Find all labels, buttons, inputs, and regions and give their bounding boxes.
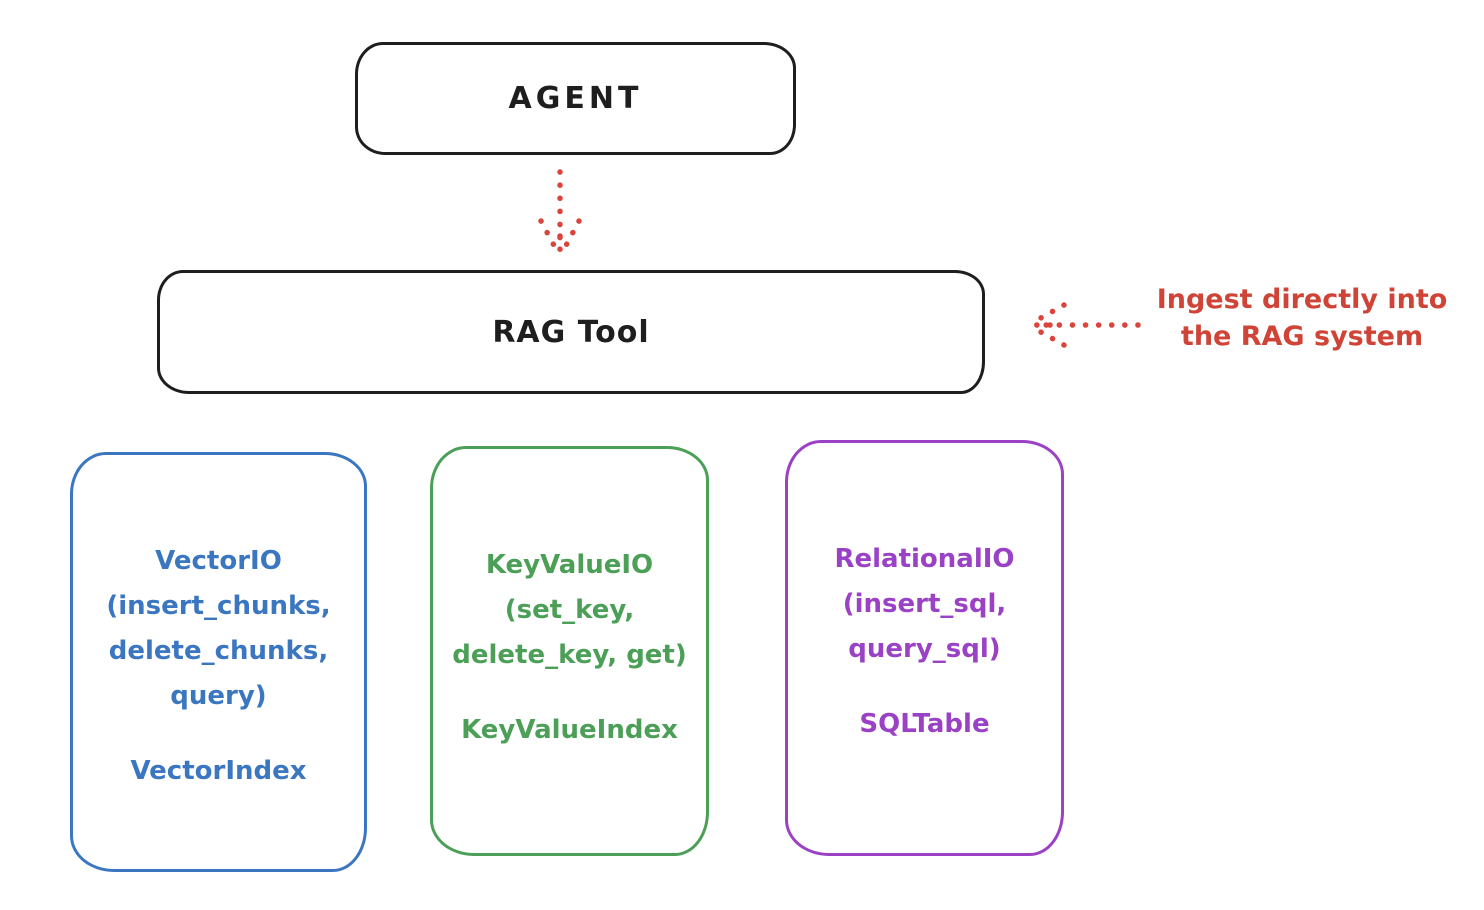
rag-tool-label: RAG Tool	[492, 314, 650, 350]
relationalio-index-label: SQLTable	[859, 709, 990, 739]
keyvalueio-index-label: KeyValueIndex	[461, 715, 678, 745]
ingest-annotation-line: the RAG system	[1180, 321, 1424, 352]
keyvalueio-node: KeyValueIO (set_key, delete_key, get) Ke…	[430, 446, 709, 856]
ingest-arrow	[1025, 302, 1141, 348]
relationalio-title-line: RelationalIO	[834, 544, 1015, 574]
relationalio-node: RelationalIO (insert_sql, query_sql) SQL…	[785, 440, 1064, 856]
vectorio-title-line: delete_chunks,	[108, 636, 329, 666]
agent-node: AGENT	[355, 42, 796, 155]
rag-tool-node: RAG Tool	[157, 270, 985, 394]
vectorio-title-line: query)	[170, 681, 267, 711]
ingest-annotation-line: Ingest directly into	[1156, 284, 1448, 315]
vectorio-node: VectorIO (insert_chunks, delete_chunks, …	[70, 452, 367, 872]
agent-label: AGENT	[508, 81, 643, 116]
keyvalueio-title-line: (set_key,	[504, 595, 635, 625]
keyvalueio-title-line: KeyValueIO	[485, 550, 654, 580]
vectorio-title-line: (insert_chunks,	[106, 591, 331, 621]
keyvalueio-title-line: delete_key, get)	[452, 640, 687, 670]
ingest-annotation: Ingest directly into the RAG system	[1128, 281, 1476, 355]
agent-to-rag-arrow	[538, 169, 582, 259]
relationalio-title-line: query_sql)	[848, 634, 1001, 664]
relationalio-title-line: (insert_sql,	[842, 589, 1007, 619]
vectorio-title-line: VectorIO	[155, 546, 282, 576]
vectorio-index-label: VectorIndex	[130, 756, 307, 786]
